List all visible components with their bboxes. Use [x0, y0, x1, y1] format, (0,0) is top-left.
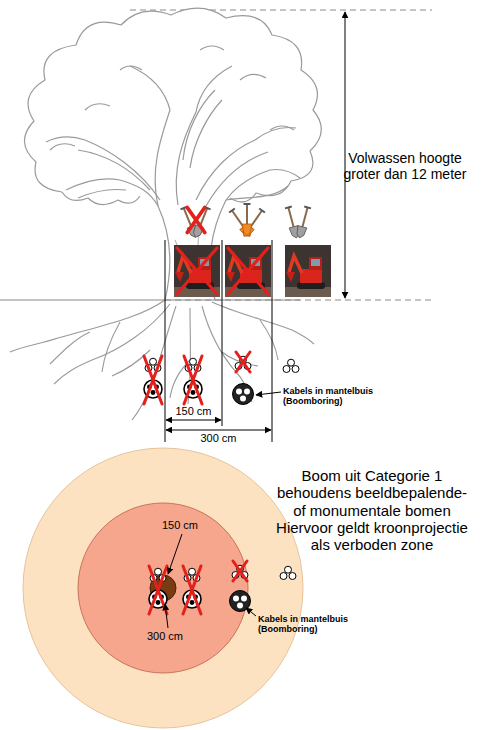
cable-note: Kabels in mantelbuis (Boomboring)	[258, 614, 353, 635]
root-system	[132, 306, 176, 420]
dimension-lines	[272, 240, 273, 442]
height-dimension	[345, 12, 346, 298]
cable-symbols	[144, 352, 299, 405]
dimension-label: 300 cm	[165, 432, 272, 445]
plan-view	[230, 591, 251, 612]
root-system	[212, 302, 314, 344]
excavator-photos	[177, 248, 217, 294]
plan-view	[280, 566, 296, 579]
cable-symbols	[233, 384, 254, 405]
height-label: Volwassen hoogte groter dan 12 meter	[335, 150, 475, 182]
dimension-lines	[165, 240, 166, 442]
tree-drawing	[24, 8, 321, 202]
dimension-lines	[166, 430, 271, 431]
diagram-title: Boom uit Categorie 1 behoudens beeldbepa…	[272, 467, 472, 553]
dimension-label: 150 cm	[165, 405, 222, 418]
excavator-photos	[174, 245, 220, 297]
leader-line	[168, 534, 182, 574]
dimension-lines	[222, 240, 223, 426]
hand-tools	[243, 204, 252, 236]
hand-tools	[187, 208, 205, 233]
tree-drawing	[46, 128, 296, 143]
dimension-lines	[165, 240, 272, 442]
leader-line	[165, 604, 168, 628]
tree-drawing	[226, 169, 300, 200]
hand-tools	[295, 206, 312, 239]
plan-view	[149, 566, 167, 614]
root-system	[50, 320, 278, 372]
tree-drawing	[50, 46, 294, 150]
root-system	[10, 300, 165, 352]
height-dimension	[130, 10, 432, 11]
tree-drawing	[183, 90, 222, 168]
root-system	[0, 299, 300, 300]
tree-drawing	[62, 192, 140, 205]
cable-symbols	[144, 356, 162, 404]
leader-line	[246, 608, 256, 616]
excavator-photos	[285, 245, 331, 297]
root-system	[0, 300, 314, 420]
leader-line	[165, 534, 256, 628]
dimension-label: 300 cm	[140, 630, 190, 643]
excavator-photos	[174, 245, 331, 297]
tree-drawing	[24, 8, 321, 300]
leader-line	[256, 392, 281, 395]
root-zone-circle	[23, 448, 303, 728]
tree-drawing	[155, 110, 196, 206]
forbidden-zone-circle	[78, 503, 248, 673]
plan-view	[23, 448, 303, 728]
tree-drawing	[196, 140, 268, 206]
tree-drawing	[66, 179, 126, 198]
excavator-photos	[225, 245, 271, 297]
tree-drawing	[130, 66, 232, 112]
hand-tools	[180, 204, 312, 239]
plan-view	[183, 566, 201, 614]
plan-view	[233, 561, 247, 581]
tree-drawing	[120, 180, 170, 300]
tree-drawing	[78, 140, 160, 200]
cable-symbols	[184, 356, 202, 404]
dimension-lines	[166, 420, 221, 421]
cable-symbols	[236, 352, 250, 372]
hand-tools	[240, 208, 265, 239]
dimension-label: 150 cm	[155, 519, 205, 532]
cable-symbols	[283, 359, 299, 372]
cable-note: Kabels in mantelbuis (Boomboring)	[283, 386, 378, 407]
excavator-photos	[228, 248, 268, 294]
